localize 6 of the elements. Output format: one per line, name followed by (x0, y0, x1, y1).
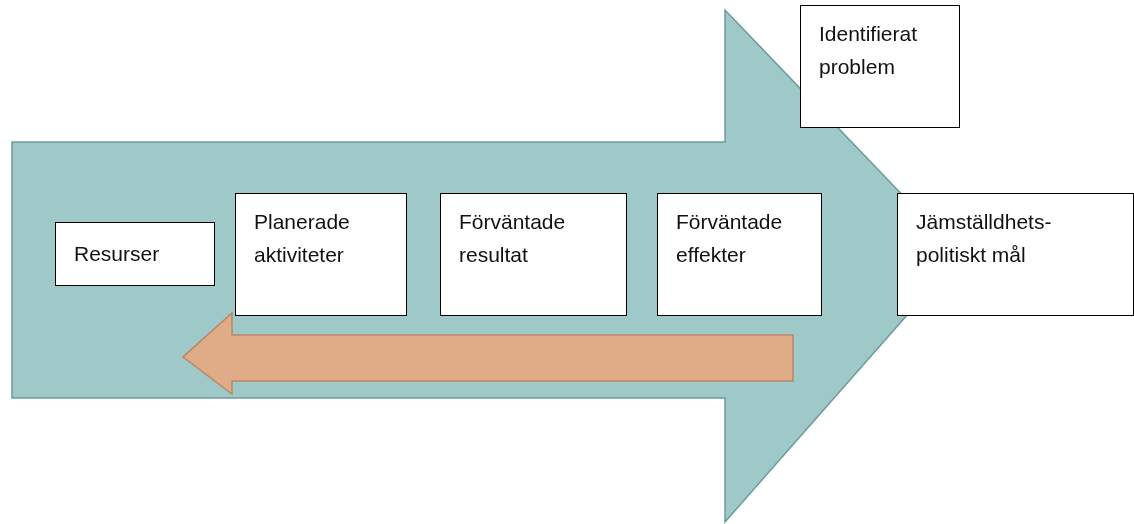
text-box: Identifierat problem (800, 5, 960, 128)
text-box: Planerade aktiviteter (235, 193, 407, 316)
text-box: Förväntade resultat (440, 193, 627, 316)
text-box: Resurser (55, 222, 215, 286)
text-box: Jämställdhets-politiskt mål (897, 193, 1134, 316)
text-box: Förväntade effekter (657, 193, 822, 316)
